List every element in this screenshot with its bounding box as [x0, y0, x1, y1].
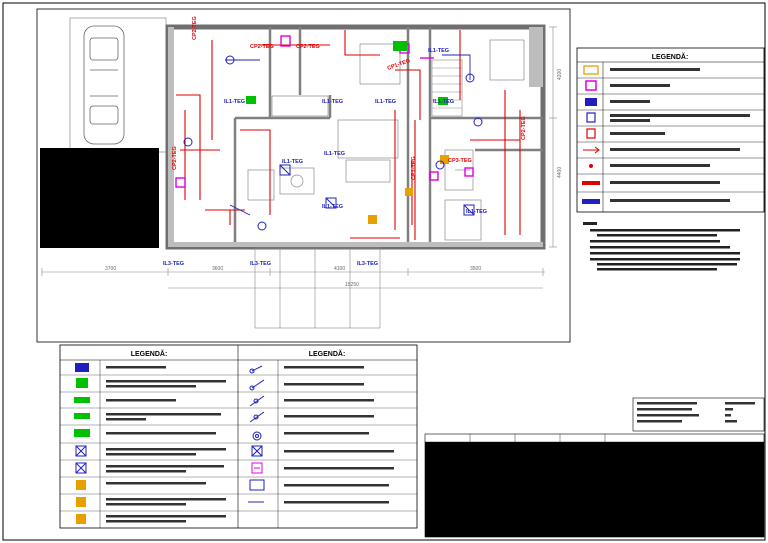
dim-bottom-2: 3600 — [212, 266, 223, 272]
tag-bot-1: IL3-TEG — [163, 261, 184, 267]
legend-right: LEGENDĂ: — [576, 47, 765, 213]
legend-bottom-center-icons — [248, 365, 265, 503]
tag-mid-2: IL1-TEG — [324, 151, 345, 157]
tag-mid-1: IL1-TEG — [282, 159, 303, 165]
blue-label-icon — [249, 479, 265, 491]
double-arrow-icon — [583, 146, 600, 154]
switch-cross-icon — [249, 395, 265, 407]
red-tag-2: CP2-TEG — [250, 44, 274, 50]
legend-center-title: LEGENDĂ: — [309, 349, 346, 358]
orange-box-icon — [76, 480, 86, 490]
hatched-walls — [168, 27, 543, 247]
tag-top-2: IL1-TEG — [322, 99, 343, 105]
red-tag-1: CP2-TEG — [192, 16, 198, 40]
title-block-fill — [425, 442, 764, 537]
red-tag-7: CP3-TEG — [448, 158, 472, 164]
green-tag-3-icon — [74, 429, 90, 437]
plan-tags-red: CP2-TEG CP2-TEG CP2-TEG CP1-TEG CP2-TEG … — [172, 16, 527, 180]
tag-top-3: IL1-TEG — [375, 99, 396, 105]
wiring-blue — [225, 54, 471, 216]
car-icon — [83, 25, 125, 145]
furniture — [247, 39, 525, 241]
symbols-green — [246, 41, 448, 105]
tag-mid-3: IL1-TEG — [322, 204, 343, 210]
dimension-texts: 3700 3600 4100 3500 15250 4400 4200 — [105, 69, 563, 288]
panel-icon — [585, 98, 597, 106]
tag-mid-4: IL1-TEG — [466, 209, 487, 215]
legend-right-texts — [610, 68, 750, 202]
tag-bot-2: IL3-TEG — [250, 261, 271, 267]
stair — [431, 59, 463, 117]
dim-bottom-1: 3700 — [105, 266, 116, 272]
hidden-area-block — [40, 148, 159, 248]
legend-bottom: LEGENDĂ: LEGENDĂ: — [59, 344, 418, 529]
red-tag-5: CP2-TEG — [172, 146, 178, 170]
tag-top-1: IL1-TEG — [224, 99, 245, 105]
legend-right-title: LEGENDĂ: — [652, 52, 689, 61]
circuit-label-icon — [582, 181, 600, 185]
distribution-box-icon — [585, 80, 597, 91]
symbols-blue — [183, 55, 483, 231]
tag-bot-3: IL3-TEG — [357, 261, 378, 267]
cross-box-2-icon — [75, 462, 87, 474]
symbols-magenta — [175, 35, 474, 188]
dim-right-2: 4200 — [557, 69, 563, 80]
control-box-icon — [586, 112, 596, 123]
plan-tags-blue: IL1-TEG IL1-TEG IL1-TEG IL1-TEG IL1-TEG … — [163, 48, 487, 267]
green-tag-icon — [74, 397, 90, 403]
orange-box-3-icon — [76, 514, 86, 524]
notes-block — [583, 222, 740, 271]
dim-right-1: 4400 — [557, 167, 563, 178]
dot-icon — [589, 164, 593, 168]
tag-top-5: IL1-TEG — [428, 48, 449, 54]
dimension-lines — [41, 26, 557, 329]
symbols-orange — [368, 155, 449, 224]
red-tag-6: CP1-TEG — [411, 156, 417, 180]
title-block — [424, 397, 765, 538]
socket-icon — [583, 65, 599, 75]
switch-icon — [249, 365, 263, 374]
red-tag-8: CP2-TEG — [521, 116, 527, 140]
legend-left-title: LEGENDĂ: — [131, 349, 168, 358]
switch-stair-icon — [249, 411, 265, 423]
green-box-icon — [76, 378, 88, 388]
cross-box-icon — [75, 445, 87, 457]
magenta-box-icon — [251, 462, 263, 474]
orange-box-2-icon — [76, 497, 86, 507]
tag-top-4: IL1-TEG — [433, 99, 454, 105]
panel-icon — [75, 363, 89, 372]
dim-center: 15250 — [345, 282, 359, 288]
plan-frame — [36, 8, 571, 343]
inner-walls — [233, 27, 543, 245]
cross-square-icon — [251, 445, 263, 457]
red-tag-3: CP2-TEG — [296, 44, 320, 50]
floor-plan: IL1-TEG IL1-TEG IL1-TEG IL1-TEG IL1-TEG … — [40, 16, 563, 329]
dim-bottom-3: 4100 — [334, 266, 345, 272]
green-tag-2-icon — [74, 413, 90, 419]
control-box-red-icon — [586, 128, 596, 139]
legend-bottom-left-icons — [74, 363, 90, 524]
switch-double-icon — [249, 379, 265, 391]
legend-bottom-texts — [106, 366, 394, 523]
tag-label-icon — [582, 199, 600, 204]
pushbutton-icon — [252, 431, 262, 441]
dim-bottom-4: 3500 — [470, 266, 481, 272]
